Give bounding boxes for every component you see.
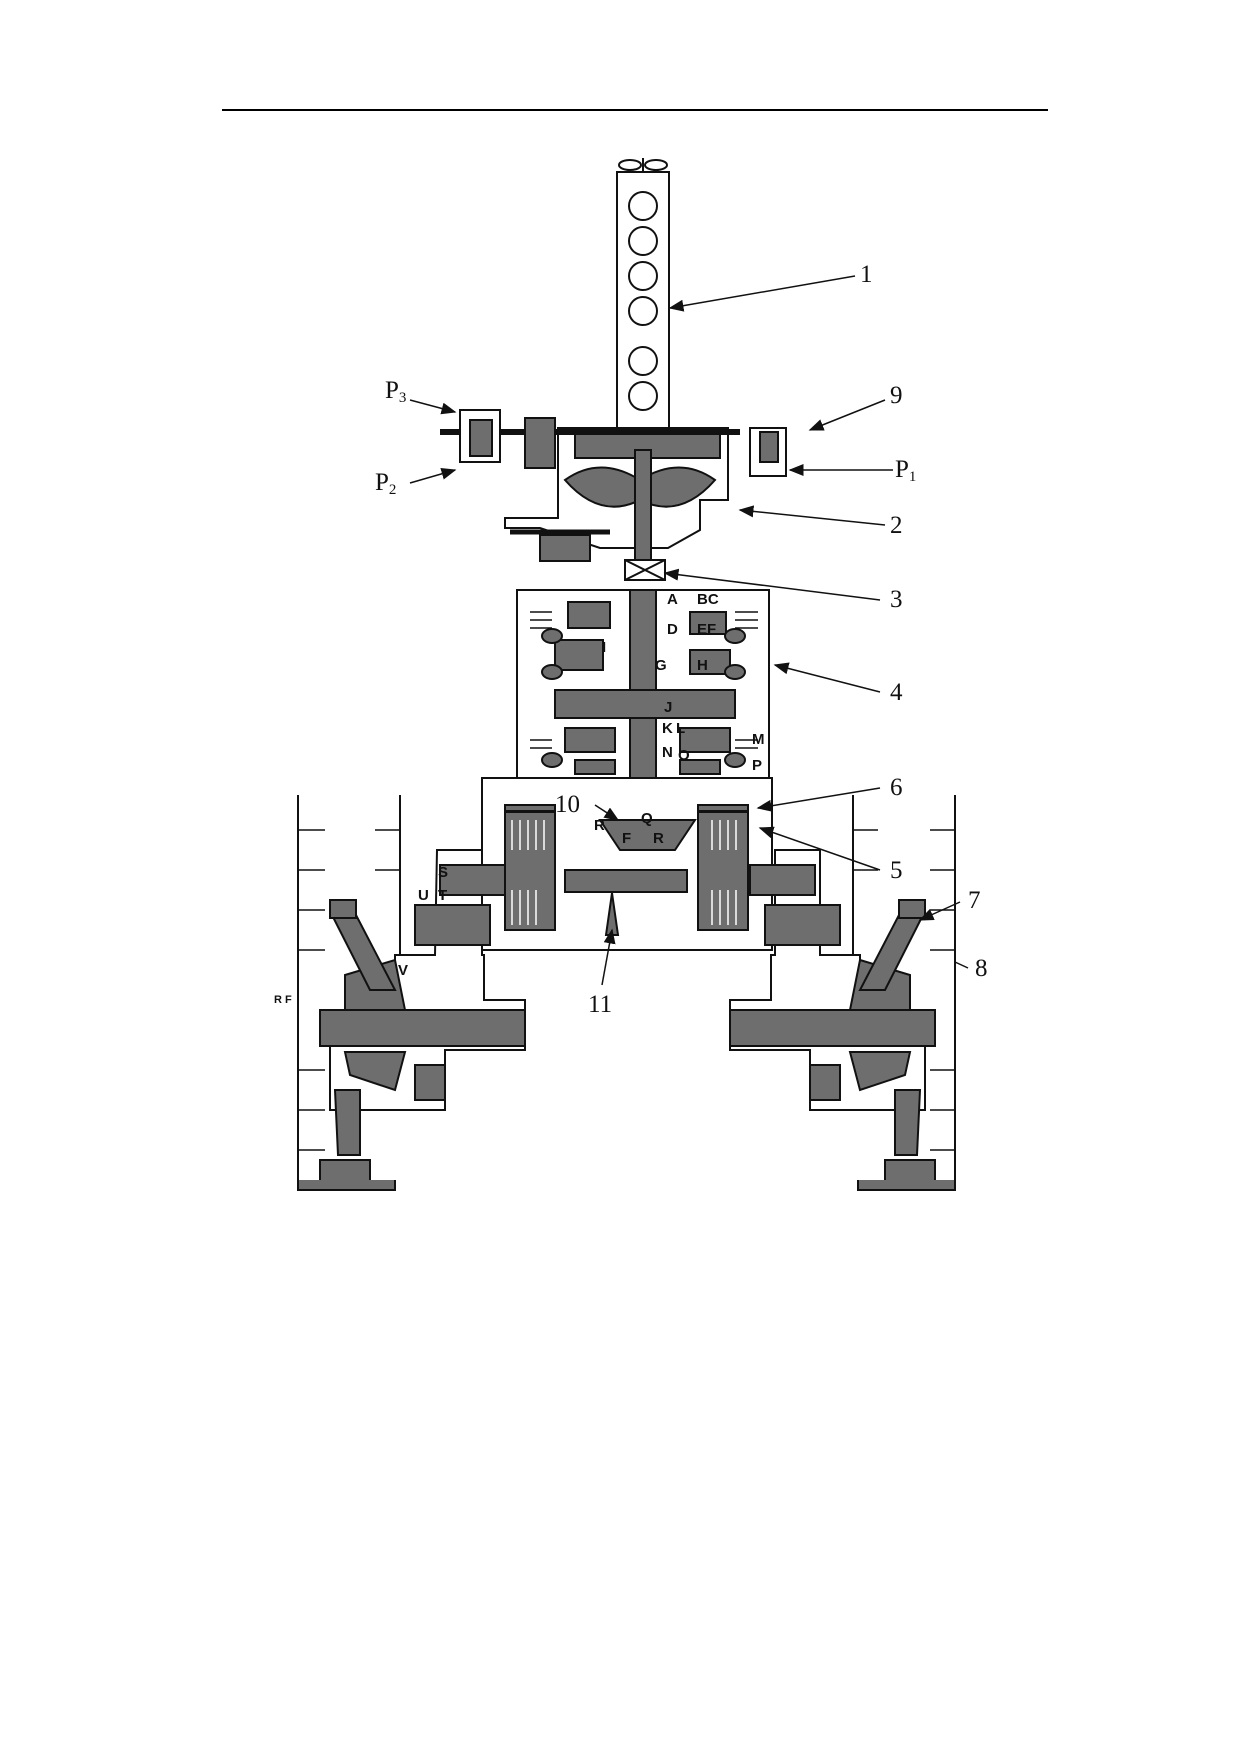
letter-n: N <box>662 744 673 761</box>
letter-m: M <box>752 731 765 748</box>
torque-converter-housing <box>504 427 729 562</box>
steering-housing <box>481 777 773 951</box>
callout-8: 8 <box>975 955 988 982</box>
letter-t: T <box>438 887 447 904</box>
letter-g: G <box>655 657 667 674</box>
left-track <box>297 795 401 1191</box>
letter-l: L <box>676 720 685 737</box>
pump-shafts <box>440 409 787 477</box>
letter-rf: R F <box>274 994 292 1006</box>
letter-r-left: R <box>594 817 605 834</box>
engine-block <box>616 158 670 429</box>
right-track <box>852 795 956 1191</box>
callout-2: 2 <box>890 512 903 539</box>
callout-10: 10 <box>555 791 580 818</box>
callout-5: 5 <box>890 857 903 884</box>
letter-r-right: R <box>653 830 664 847</box>
left-final-drive <box>319 849 526 1186</box>
callout-4: 4 <box>890 679 903 706</box>
letter-i: I <box>602 639 606 656</box>
letter-u: U <box>418 887 429 904</box>
letter-p: P <box>752 757 762 774</box>
letter-v: V <box>398 962 408 979</box>
letter-f: F <box>622 830 631 847</box>
letter-d: D <box>667 621 678 638</box>
leader-lines <box>409 275 969 986</box>
letter-k: K <box>662 720 673 737</box>
letter-a: A <box>667 591 678 608</box>
callout-7: 7 <box>968 887 981 914</box>
letter-j: J <box>664 699 672 716</box>
transmission-case <box>516 589 770 821</box>
letter-o: O <box>678 747 690 764</box>
pump-label-p3: P3 <box>385 377 406 406</box>
callout-3: 3 <box>890 586 903 613</box>
pump-label-p1: P1 <box>895 456 916 485</box>
pump-label-p2: P2 <box>375 469 396 498</box>
callout-11: 11 <box>588 991 612 1018</box>
letter-h: H <box>697 657 708 674</box>
letter-s: S <box>438 864 448 881</box>
letter-q: Q <box>641 810 653 827</box>
universal-joint <box>624 559 666 581</box>
right-final-drive <box>729 849 936 1186</box>
top-rule <box>222 109 1048 111</box>
callout-6: 6 <box>890 774 903 801</box>
callout-1: 1 <box>860 261 873 288</box>
letter-bc: BC <box>697 591 719 608</box>
letter-ef: EF <box>697 621 716 638</box>
callout-9: 9 <box>890 382 903 409</box>
